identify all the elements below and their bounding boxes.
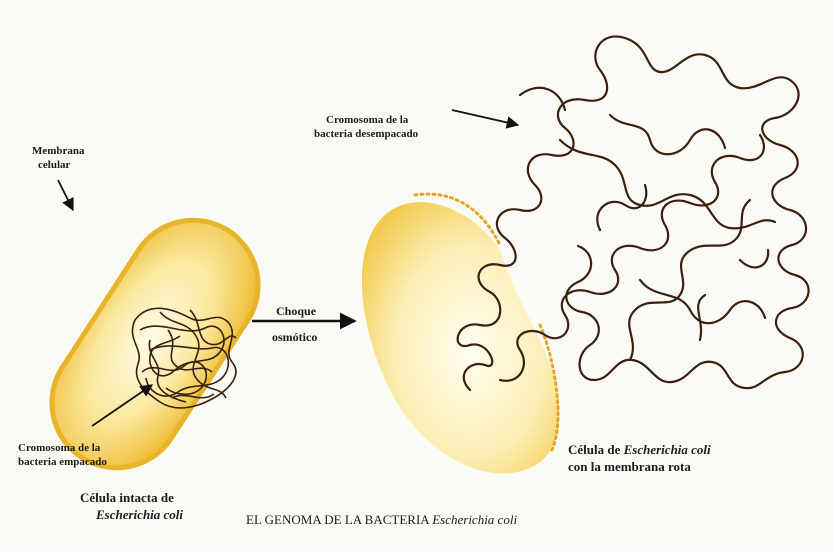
osmotic-shock-label-bottom: osmótico xyxy=(272,330,317,344)
packed-chromosome-label: Cromosoma de la bacteria empacado xyxy=(18,441,107,469)
osmotic-shock-line1: Choque xyxy=(276,304,317,318)
intact-cell-label-line2: Escherichia coli xyxy=(96,507,184,522)
broken-cell-membrane xyxy=(361,202,560,474)
membrane-label: Membrana celular xyxy=(32,144,85,172)
packed-chromosome-label-line1: Cromosoma de la xyxy=(18,442,101,454)
figure-caption: EL GENOMA DE LA BACTERIA Escherichia col… xyxy=(246,512,517,528)
packed-chromosome xyxy=(131,307,237,409)
annotation-arrows xyxy=(57,109,520,427)
caption-prefix: EL GENOMA DE LA BACTERIA xyxy=(246,512,433,527)
broken-cell-label-species: Escherichia coli xyxy=(623,442,711,457)
unpacked-chromosome-label-line2: bacteria desempacado xyxy=(314,128,419,140)
unpacked-chromosome-label: Cromosoma de la bacteria desempacado xyxy=(314,113,418,141)
broken-cell xyxy=(361,35,810,474)
broken-cell-label-line2: con la membrana rota xyxy=(568,459,691,474)
unpacked-chromosome-label-line1: Cromosoma de la xyxy=(326,114,409,126)
intact-cell xyxy=(49,217,261,471)
osmotic-shock-line2: osmótico xyxy=(272,330,318,344)
membrane-pointer-arrow xyxy=(57,179,74,212)
intact-cell-label-line1: Célula intacta de xyxy=(80,490,174,505)
packed-chromosome-label-line2: bacteria empacado xyxy=(18,456,107,468)
unpacked-chromosome xyxy=(456,35,810,392)
broken-cell-label-prefix: Célula de xyxy=(568,442,624,457)
membrane-label-line2: celular xyxy=(38,159,71,171)
caption-species: Escherichia coli xyxy=(432,512,518,527)
broken-cell-label: Célula de Escherichia coli con la membra… xyxy=(568,441,711,475)
packed-chromosome-pointer-arrow xyxy=(91,384,154,427)
intact-cell-membrane xyxy=(49,217,261,471)
broken-cell-dotted-edge xyxy=(413,192,560,452)
intact-cell-label: Célula intacta de Escherichia coli xyxy=(80,489,183,523)
unpacked-chromosome-pointer-arrow xyxy=(451,109,520,129)
membrane-label-line1: Membrana xyxy=(32,145,85,157)
osmotic-shock-label-top: Choque xyxy=(276,304,316,318)
broken-cell-label-line1: Célula de Escherichia coli xyxy=(568,441,711,458)
